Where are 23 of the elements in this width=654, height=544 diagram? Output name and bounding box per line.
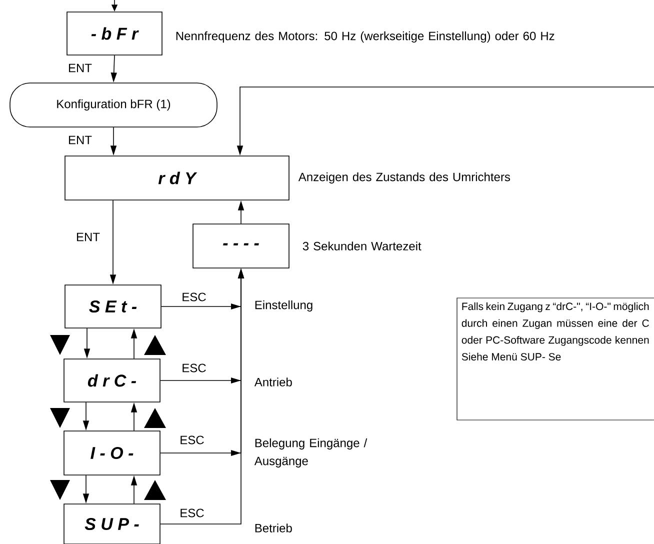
display-box: d r C - — [64, 358, 160, 402]
process-box: Konfiguration bFR (1) — [10, 82, 218, 128]
menu-label: Antrieb — [254, 378, 292, 386]
description-text: 3 Sekunden Wartezeit — [302, 242, 422, 250]
edge-label: ESC — [182, 364, 206, 372]
menu-label: Belegung Eingänge / Ausgänge — [254, 438, 368, 468]
edge-label: ENT — [69, 64, 92, 72]
description-text: Anzeigen des Zustands des Umrichters — [298, 172, 510, 184]
display-box: r d Y — [64, 156, 290, 200]
display-box: - - - - — [192, 224, 290, 268]
description-text: Nennfrequenz des Motors: 50 Hz (werkseitige Einstellung) oder 60 Hz — [176, 31, 554, 43]
edge-label: ESC — [182, 292, 206, 302]
edge-label: ESC — [180, 436, 204, 444]
edge-label: ESC — [180, 508, 204, 518]
display-box: - b F r — [66, 12, 162, 56]
display-box: I - O - — [64, 430, 160, 476]
display-box: S U P - — [64, 504, 160, 544]
edge-label: ENT — [77, 232, 100, 242]
menu-label: Einstellung — [255, 300, 312, 312]
edge-label: ENT — [69, 136, 92, 144]
display-box: S E t - — [64, 284, 162, 328]
menu-label: Betrieb — [255, 524, 292, 532]
note-box: Falls kein Zugang z “drC-", “I-O-" möglich durch einen Zugan müssen eine der C oder PC-Software Zugangscode kennen Siehe Menü SUP- Se — [456, 298, 654, 420]
